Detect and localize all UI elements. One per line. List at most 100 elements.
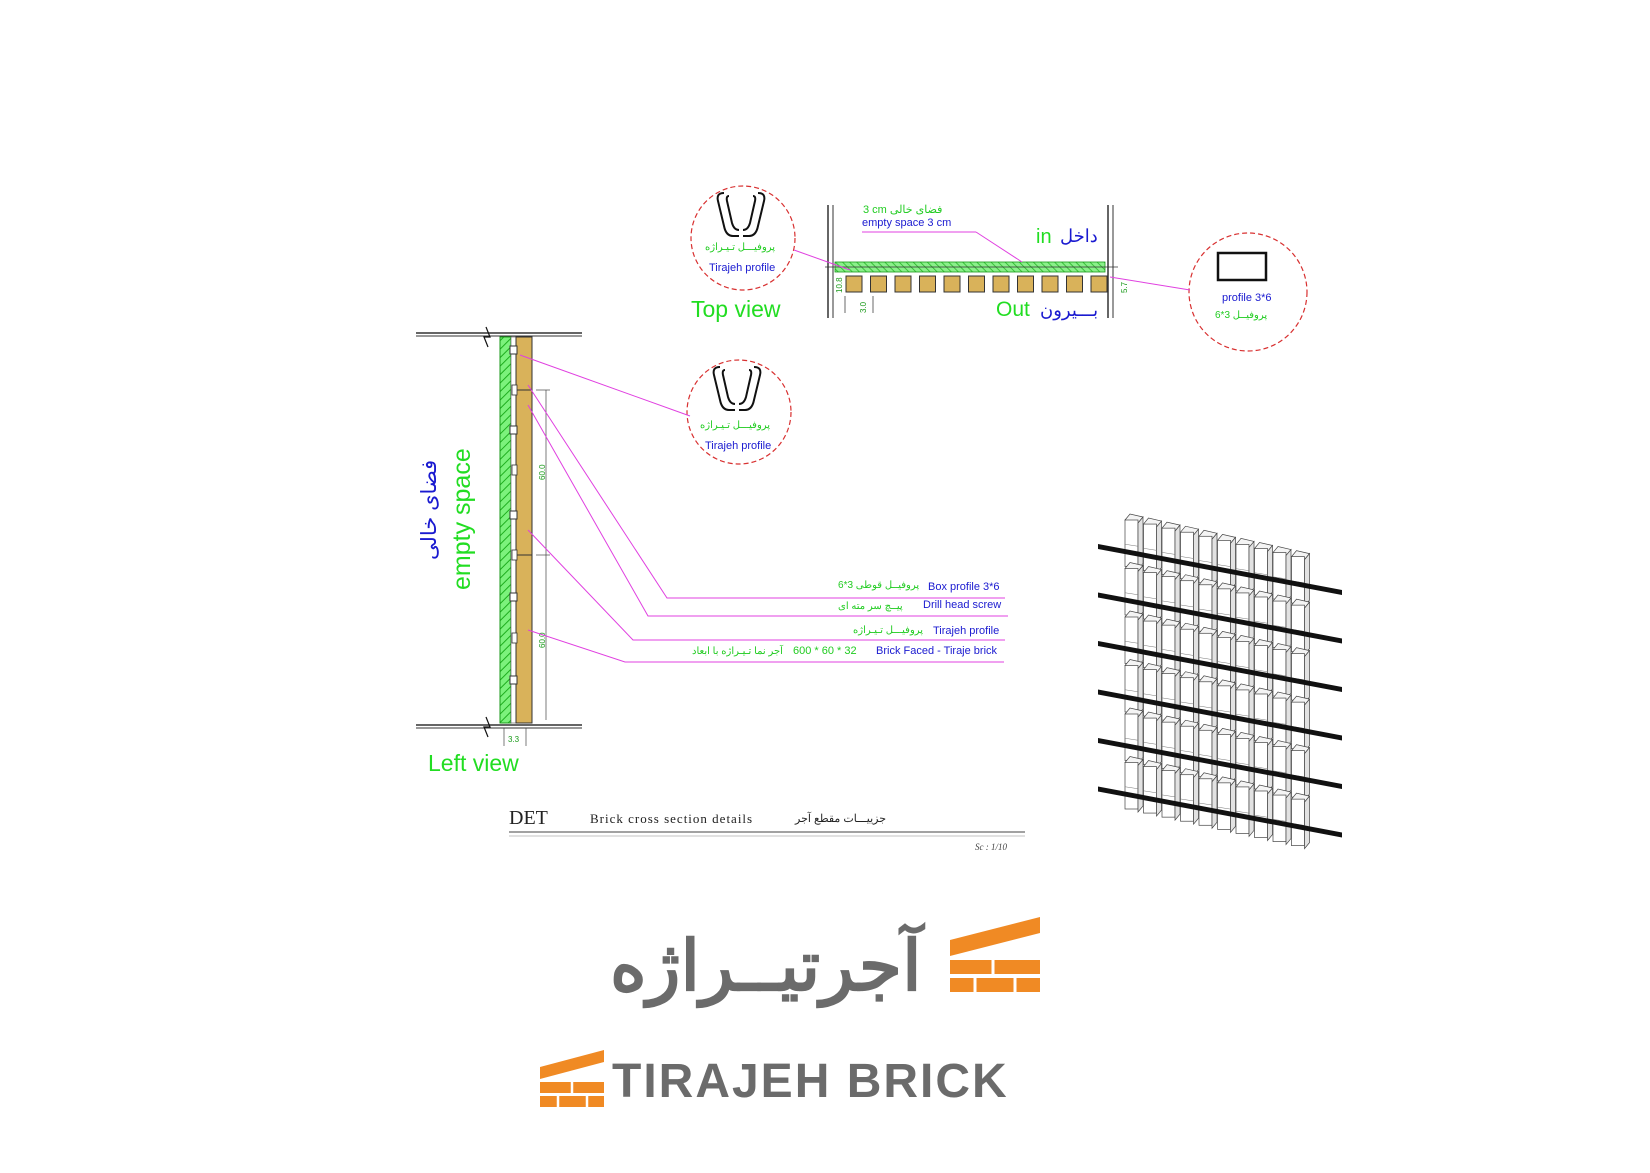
top-brick-row	[845, 275, 1108, 293]
iso-brick	[1161, 618, 1181, 676]
iso-brick	[1124, 707, 1144, 765]
top-brick-block	[943, 275, 961, 293]
callout-top-fa: پروفیـــل تـیـراژه	[705, 242, 775, 253]
tirajeh-profile-callout-top: پروفیـــل تـیـراژه Tirajeh profile	[690, 185, 851, 291]
iso-brick	[1179, 671, 1200, 729]
top-brick-block	[1017, 275, 1034, 293]
top-brick-block	[1090, 275, 1108, 293]
logo: آجرتیــراژه TIRAJEH BRICK	[540, 917, 1040, 1108]
empty-space-en: empty space 3 cm	[862, 217, 951, 229]
profile-clip	[509, 675, 518, 685]
iso-brick	[1272, 788, 1292, 846]
annotation-3-fa: پروفیـــل تـیـراژه	[853, 625, 923, 636]
iso-brick	[1235, 732, 1255, 789]
iso-brick	[1198, 529, 1218, 587]
iso-brick	[1272, 546, 1292, 604]
iso-brick	[1290, 744, 1311, 802]
top-brick-block	[919, 275, 936, 293]
left-hatch-layer	[499, 336, 512, 724]
iso-rail	[1098, 592, 1342, 644]
annotation-list: پروفیــل قوطی 3*6 Box profile 3*6 پیــچ …	[692, 580, 1001, 657]
tirajeh-profile-icon	[716, 192, 766, 237]
iso-brick	[1142, 711, 1163, 769]
left-dim-upper: 60.0	[538, 464, 547, 480]
iso-brick	[1290, 598, 1311, 656]
iso-brick	[1124, 756, 1144, 813]
iso-brick	[1235, 683, 1255, 741]
iso-brick	[1161, 570, 1181, 628]
left-brick-joints	[516, 389, 532, 556]
iso-brick	[1253, 590, 1274, 648]
iso-brick	[1161, 715, 1181, 773]
top-dim-right: 5.7	[1120, 281, 1129, 293]
top-view-title: Top view	[691, 296, 781, 322]
iso-brick	[1253, 687, 1274, 745]
in-label: in	[1036, 226, 1052, 248]
box-profile-callout: profile 3*6 6*3 پروفیــل	[1109, 232, 1308, 352]
iso-brick	[1235, 780, 1255, 838]
iso-brick	[1290, 695, 1311, 753]
iso-brick	[1179, 768, 1200, 826]
iso-brick	[1198, 578, 1218, 636]
iso-brick	[1124, 610, 1144, 668]
empty-space-fa: 3 cm فضای خالی	[863, 204, 942, 216]
in-label-fa: داخل	[1060, 226, 1098, 246]
iso-brick	[1216, 727, 1237, 785]
iso-brick	[1179, 719, 1200, 777]
isometric-facade-view	[1098, 513, 1342, 850]
logo-brick-mark-top	[950, 917, 1040, 992]
annotation-1-en: Box profile 3*6	[928, 581, 1000, 593]
iso-brick	[1161, 667, 1181, 725]
iso-brick	[1161, 764, 1181, 822]
iso-brick	[1290, 792, 1311, 850]
iso-brick	[1216, 776, 1237, 834]
callout-top-en: Tirajeh profile	[709, 262, 775, 274]
iso-brick	[1272, 691, 1292, 749]
out-label: Out	[996, 298, 1030, 321]
empty-space-vertical-fa: فضای خالی	[418, 460, 441, 560]
profile-notch	[511, 549, 518, 561]
annotation-4-dim: 600 * 60 * 32	[793, 645, 857, 657]
iso-brick	[1179, 525, 1200, 583]
profile-clip	[509, 510, 518, 520]
iso-brick	[1198, 626, 1218, 684]
iso-brick	[1179, 574, 1200, 632]
iso-brick	[1198, 772, 1218, 830]
top-brick-block	[870, 275, 887, 293]
callout-box-fa: 6*3 پروفیــل	[1215, 310, 1267, 321]
empty-space-vertical-en: empty space	[448, 448, 476, 590]
top-brick-block	[1066, 275, 1083, 293]
iso-brick	[1216, 533, 1237, 591]
annotation-4-fa: آجر نما تـیـراژه با ابعاد	[692, 644, 784, 657]
top-brick-block	[992, 275, 1010, 293]
annotation-2-fa: پیــچ سر مته ای	[838, 601, 903, 612]
iso-rail	[1098, 544, 1342, 595]
iso-brick	[1253, 736, 1274, 793]
logo-name-fa: آجرتیــراژه	[610, 922, 926, 1009]
callout-box-en: profile 3*6	[1222, 292, 1272, 304]
profile-clip	[509, 592, 518, 602]
left-view-title: Left view	[428, 750, 519, 776]
drawing-title-fa: جزییـــات مقطع آجر	[794, 812, 886, 825]
iso-brick	[1216, 679, 1237, 737]
iso-brick	[1179, 622, 1200, 680]
annotation-leaders	[527, 384, 1008, 663]
logo-name-en: TIRAJEH BRICK	[612, 1055, 1009, 1108]
iso-brick	[1253, 784, 1274, 842]
left-brick-column	[515, 336, 533, 724]
iso-rail	[1098, 786, 1342, 838]
left-dim-bottom: 3.3	[508, 735, 520, 744]
iso-brick	[1216, 630, 1237, 688]
iso-brick	[1142, 517, 1163, 575]
iso-brick	[1290, 550, 1311, 608]
iso-brick	[1161, 521, 1181, 579]
iso-brick	[1124, 562, 1144, 619]
tirajeh-profile-icon-2	[712, 366, 762, 411]
profile-clip	[509, 425, 518, 435]
iso-brick	[1142, 566, 1163, 624]
drawing-scale: Sc : 1/10	[975, 842, 1007, 852]
top-brick-block	[1041, 275, 1059, 293]
iso-brick	[1142, 663, 1163, 721]
